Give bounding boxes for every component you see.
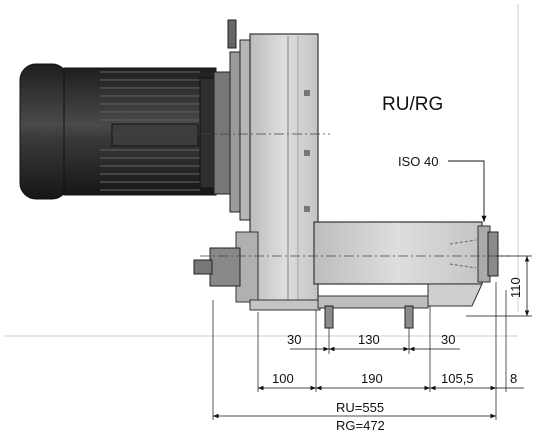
dimension-vertical-label: 110 — [508, 277, 523, 298]
dim-total-rg: RG=472 — [336, 418, 385, 433]
dim-row2-d: 8 — [510, 371, 517, 386]
spindle-housing — [313, 221, 499, 307]
dim-row2-b: 190 — [361, 371, 383, 386]
motor — [19, 63, 231, 200]
extension-lines — [212, 282, 507, 420]
dim-total-ru: RU=555 — [336, 400, 384, 415]
dimension-vertical — [466, 255, 532, 317]
centerlines — [40, 133, 510, 257]
dim-row1-a: 30 — [287, 332, 301, 347]
dim-row1-b: 130 — [358, 332, 380, 347]
dim-row2-c: 105,5 — [441, 371, 474, 386]
gearbox-base — [193, 231, 429, 311]
dim-row2-a: 100 — [272, 371, 294, 386]
iso-callout: ISO 40 — [398, 154, 487, 222]
title: RU/RG — [382, 94, 443, 115]
dim-row1-c: 30 — [441, 332, 455, 347]
drawing-frame — [4, 4, 519, 337]
mounting-bolts — [324, 305, 414, 329]
adapter-flange — [227, 19, 253, 221]
vertical-housing — [249, 33, 319, 305]
iso-label: ISO 40 — [398, 154, 438, 169]
